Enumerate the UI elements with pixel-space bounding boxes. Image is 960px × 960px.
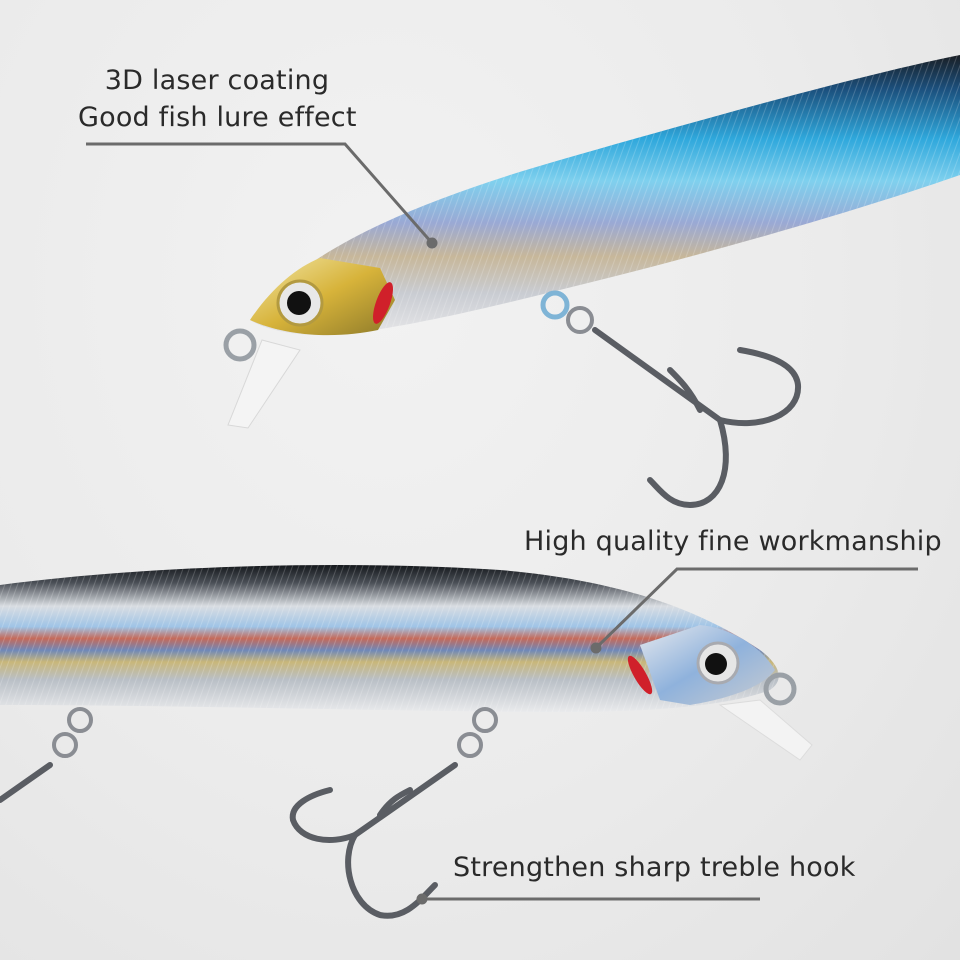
annotation-workmanship: High quality fine workmanship (524, 523, 942, 560)
gill-mark (373, 282, 393, 324)
tow-eye-ring-lower (763, 672, 797, 706)
gill-mark-lower (627, 655, 653, 695)
lower-lure (0, 565, 813, 761)
annotation-line: 3D laser coating (104, 65, 330, 96)
diving-lip-lower (718, 699, 813, 761)
upper-lure (223, 55, 960, 429)
annotation-line: Strengthen sharp treble hook (453, 852, 856, 883)
left-treble-hook (0, 707, 93, 803)
diving-lip (227, 339, 301, 429)
upper-treble-hook (540, 290, 802, 509)
tow-eye-ring (223, 328, 257, 362)
annotation-laser-coating: 3D laser coating Good fish lure effect (78, 62, 356, 136)
leader-line-1 (86, 142, 434, 244)
leader-line-2 (594, 567, 918, 650)
annotation-line: High quality fine workmanship (524, 526, 942, 557)
annotation-line: Good fish lure effect (78, 102, 357, 133)
leader-lines (86, 142, 918, 905)
annotation-treble-hook: Strengthen sharp treble hook (453, 849, 856, 886)
